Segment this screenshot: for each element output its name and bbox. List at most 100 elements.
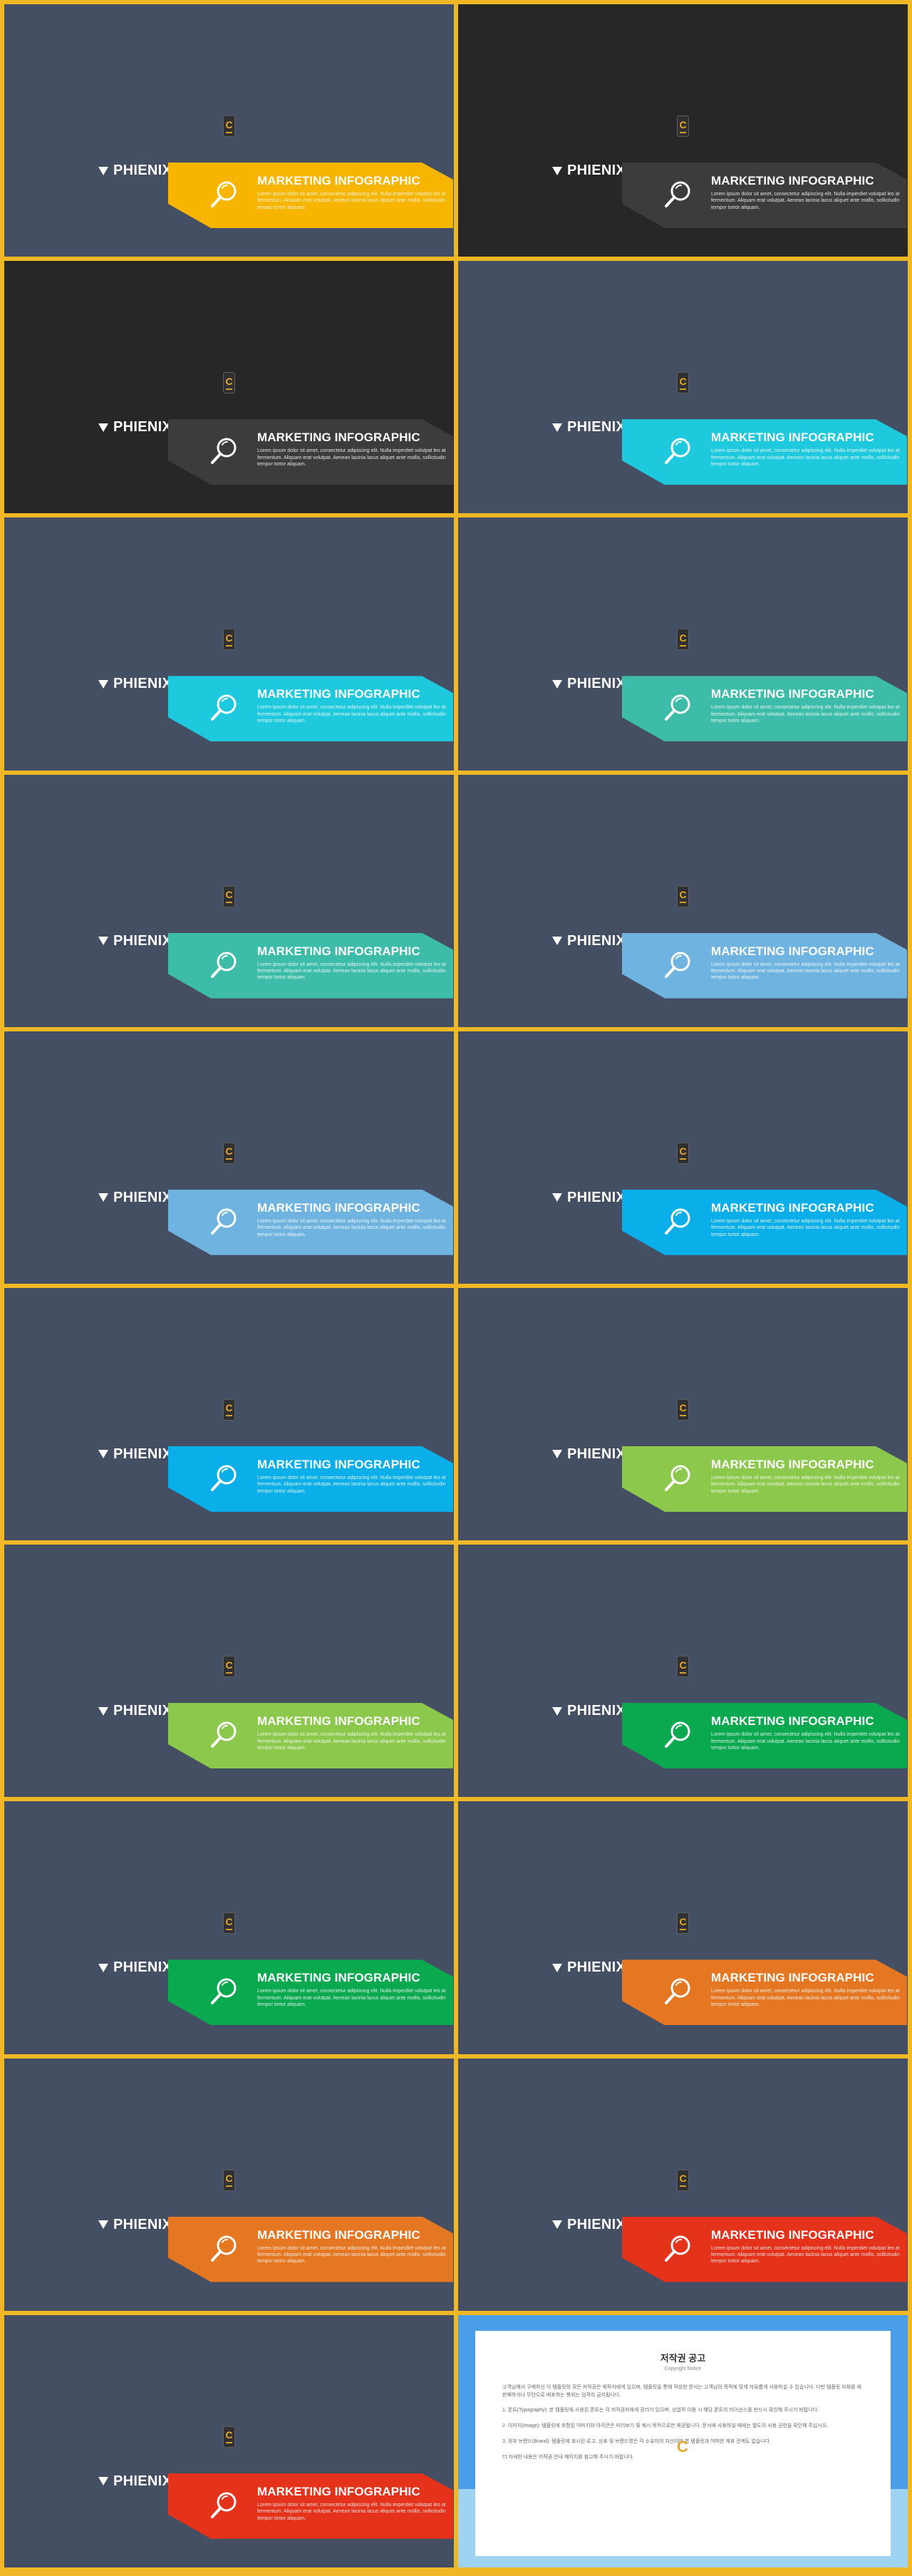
brand-name: PHIENIX: [552, 1190, 626, 1206]
brand-label: PHIENIX: [567, 2216, 626, 2232]
brand-triangle-icon: [552, 166, 562, 175]
brand-label: PHIENIX: [113, 932, 172, 949]
copyright-notice-slide[interactable]: 저작권 공고 Copyright Notice 고객님께서 구매하신 이 템플릿…: [458, 2314, 908, 2567]
slide-thumbnail-17[interactable]: C PHIENIX MARKETING INFOGRAPHIC Lorem ip…: [4, 2058, 454, 2311]
brand-name: PHIENIX: [98, 163, 172, 179]
brand-label: PHIENIX: [567, 1959, 626, 1976]
brand-name: PHIENIX: [98, 676, 172, 692]
banner-body: Lorem ipsum dolor sit amet, consectetur …: [257, 2245, 446, 2265]
banner-title: MARKETING INFOGRAPHIC: [257, 1457, 420, 1471]
magnifier-icon: [211, 1978, 237, 2005]
banner-body: Lorem ipsum dolor sit amet, consectetur …: [711, 705, 900, 724]
infographic-banner: MARKETING INFOGRAPHIC Lorem ipsum dolor …: [622, 2216, 907, 2282]
logo-bar: [226, 1671, 232, 1674]
logo-bar: [226, 1928, 232, 1930]
slide-thumbnail-4[interactable]: C PHIENIX MARKETING INFOGRAPHIC Lorem ip…: [458, 261, 908, 514]
logo-letter: C: [679, 1915, 687, 1927]
brand-label: PHIENIX: [113, 2473, 172, 2489]
banner-title: MARKETING INFOGRAPHIC: [711, 1457, 874, 1471]
brand-triangle-icon: [98, 1193, 108, 1202]
banner-title: MARKETING INFOGRAPHIC: [257, 944, 420, 958]
logo-letter: C: [225, 1402, 233, 1414]
banner-body: Lorem ipsum dolor sit amet, consectetur …: [711, 2245, 900, 2265]
logo-bar: [226, 2442, 232, 2444]
slide-grid: C PHIENIX MARKETING INFOGRAPHIC Lorem ip…: [4, 4, 908, 2572]
brand-name: PHIENIX: [98, 1190, 172, 1206]
brand-name: PHIENIX: [552, 1959, 626, 1976]
brand-label: PHIENIX: [567, 676, 626, 692]
notice-title: 저작권 공고: [660, 2352, 706, 2364]
infographic-banner: MARKETING INFOGRAPHIC Lorem ipsum dolor …: [168, 676, 453, 742]
brand-triangle-icon: [98, 423, 108, 432]
banner-title: MARKETING INFOGRAPHIC: [257, 174, 420, 187]
slide-thumbnail-3[interactable]: C PHIENIX MARKETING INFOGRAPHIC Lorem ip…: [4, 261, 454, 514]
logo-bar: [680, 1928, 686, 1930]
slide-thumbnail-6[interactable]: C PHIENIX MARKETING INFOGRAPHIC Lorem ip…: [458, 517, 908, 771]
logo-letter: C: [225, 375, 233, 387]
notice-logo: C: [677, 2437, 688, 2456]
logo-badge: C: [677, 115, 689, 137]
slide-thumbnail-10[interactable]: C PHIENIX MARKETING INFOGRAPHIC Lorem ip…: [458, 1031, 908, 1284]
logo-badge: C: [223, 115, 235, 137]
infographic-banner: MARKETING INFOGRAPHIC Lorem ipsum dolor …: [622, 676, 907, 742]
magnifier-icon: [665, 1721, 690, 1748]
logo-letter: C: [679, 889, 687, 901]
banner-body: Lorem ipsum dolor sit amet, consectetur …: [257, 1218, 446, 1237]
magnifier-icon: [665, 694, 690, 721]
brand-name: PHIENIX: [98, 2473, 172, 2490]
magnifier-icon: [211, 181, 237, 207]
magnifier-icon: [211, 952, 237, 978]
logo-bar: [680, 1671, 686, 1674]
slide-thumbnail-18[interactable]: C PHIENIX MARKETING INFOGRAPHIC Lorem ip…: [458, 2058, 908, 2311]
banner-body: Lorem ipsum dolor sit amet, consectetur …: [257, 962, 446, 981]
slide-thumbnail-19[interactable]: C PHIENIX MARKETING INFOGRAPHIC Lorem ip…: [4, 2314, 454, 2567]
brand-triangle-icon: [98, 1706, 108, 1716]
brand-name: PHIENIX: [98, 2217, 172, 2233]
slide-thumbnail-11[interactable]: C PHIENIX MARKETING INFOGRAPHIC Lorem ip…: [4, 1287, 454, 1541]
brand-triangle-icon: [98, 1450, 108, 1459]
slide-thumbnail-5[interactable]: C PHIENIX MARKETING INFOGRAPHIC Lorem ip…: [4, 517, 454, 771]
infographic-banner: MARKETING INFOGRAPHIC Lorem ipsum dolor …: [168, 419, 453, 485]
banner-body: Lorem ipsum dolor sit amet, consectetur …: [711, 962, 900, 981]
logo-bar: [680, 1415, 686, 1417]
infographic-banner: MARKETING INFOGRAPHIC Lorem ipsum dolor …: [168, 1446, 453, 1512]
brand-name: PHIENIX: [552, 2217, 626, 2233]
logo-badge: C: [677, 1656, 689, 1678]
brand-label: PHIENIX: [113, 163, 172, 178]
slide-thumbnail-1[interactable]: C PHIENIX MARKETING INFOGRAPHIC Lorem ip…: [4, 4, 454, 257]
slide-thumbnail-14[interactable]: C PHIENIX MARKETING INFOGRAPHIC Lorem ip…: [458, 1545, 908, 1798]
infographic-banner: MARKETING INFOGRAPHIC Lorem ipsum dolor …: [168, 1959, 453, 2026]
banner-title: MARKETING INFOGRAPHIC: [711, 944, 874, 958]
brand-triangle-icon: [98, 166, 108, 175]
brand-label: PHIENIX: [567, 163, 626, 178]
slide-thumbnail-13[interactable]: C PHIENIX MARKETING INFOGRAPHIC Lorem ip…: [4, 1545, 454, 1798]
logo-bar: [226, 902, 232, 904]
brand-label: PHIENIX: [113, 1703, 172, 1719]
infographic-banner: MARKETING INFOGRAPHIC Lorem ipsum dolor …: [622, 1703, 907, 1769]
brand-name: PHIENIX: [552, 1703, 626, 1719]
banner-title: MARKETING INFOGRAPHIC: [257, 1971, 420, 1985]
banner-body: Lorem ipsum dolor sit amet, consectetur …: [257, 705, 446, 724]
banner-body: Lorem ipsum dolor sit amet, consectetur …: [711, 448, 900, 468]
brand-triangle-icon: [552, 679, 562, 689]
logo-badge: C: [223, 1398, 235, 1421]
logo-letter: C: [679, 1145, 687, 1158]
brand-label: PHIENIX: [113, 1446, 172, 1462]
infographic-banner: MARKETING INFOGRAPHIC Lorem ipsum dolor …: [168, 1703, 453, 1769]
brand-triangle-icon: [552, 937, 562, 946]
magnifier-icon: [211, 1465, 237, 1491]
brand-triangle-icon: [552, 1706, 562, 1716]
brand-triangle-icon: [98, 2477, 108, 2486]
logo-badge: C: [223, 1142, 235, 1164]
logo-bar: [226, 1158, 232, 1160]
slide-thumbnail-2[interactable]: C PHIENIX MARKETING INFOGRAPHIC Lorem ip…: [458, 4, 908, 257]
banner-title: MARKETING INFOGRAPHIC: [711, 174, 874, 187]
slide-thumbnail-9[interactable]: C PHIENIX MARKETING INFOGRAPHIC Lorem ip…: [4, 1031, 454, 1284]
logo-letter: C: [225, 632, 233, 644]
slide-thumbnail-12[interactable]: C PHIENIX MARKETING INFOGRAPHIC Lorem ip…: [458, 1287, 908, 1541]
slide-thumbnail-15[interactable]: C PHIENIX MARKETING INFOGRAPHIC Lorem ip…: [4, 1801, 454, 2054]
logo-bar: [680, 131, 686, 133]
slide-thumbnail-16[interactable]: C PHIENIX MARKETING INFOGRAPHIC Lorem ip…: [458, 1801, 908, 2054]
slide-thumbnail-7[interactable]: C PHIENIX MARKETING INFOGRAPHIC Lorem ip…: [4, 774, 454, 1027]
slide-thumbnail-8[interactable]: C PHIENIX MARKETING INFOGRAPHIC Lorem ip…: [458, 774, 908, 1027]
